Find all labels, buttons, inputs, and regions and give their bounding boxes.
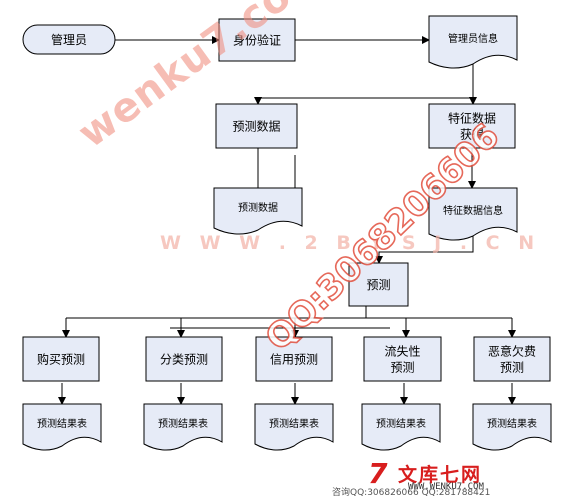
box-arrears-label: 恶意欠费预测 <box>488 344 536 375</box>
edge-info-predict-data <box>254 64 474 105</box>
box-churn-label: 流失性预测 <box>384 344 420 375</box>
contact-text: 咨询QQ:306826066 QQ:281788421 <box>332 488 491 498</box>
doc-result-classify-label: 预测结果表 <box>158 417 208 430</box>
doc-result-credit-label: 预测结果表 <box>269 417 319 430</box>
shapes <box>22 15 552 451</box>
box-arrears <box>473 336 551 382</box>
box-credit <box>255 336 333 382</box>
doc-admin-info-label: 管理员信息 <box>448 32 498 45</box>
doc-admin-info <box>428 15 518 69</box>
terminal-admin <box>22 24 116 55</box>
doc-result-churn <box>361 403 441 451</box>
box-predict-data <box>215 103 298 149</box>
doc-result-buy-label: 预测结果表 <box>37 417 87 430</box>
box-feature-get <box>428 103 516 149</box>
box-classify-label: 分类预测 <box>160 353 208 367</box>
edge-feature-doc-predict <box>375 236 474 264</box>
box-feature-get-label: 特征数据获得 <box>448 111 496 142</box>
doc-result-classify <box>143 403 223 451</box>
doc-result-arrears-label: 预测结果表 <box>487 417 537 430</box>
box-buy-label: 购买预测 <box>37 352 85 367</box>
connectors <box>58 36 516 405</box>
box-predict-label: 预测 <box>366 278 390 292</box>
terminal-admin-label: 管理员 <box>51 32 87 47</box>
doc-predict-data <box>213 187 303 235</box>
doc-result-arrears <box>472 403 552 451</box>
doc-feature-info <box>428 187 518 241</box>
box-predict-data-label: 预测数据 <box>232 119 280 134</box>
doc-result-buy <box>22 403 102 451</box>
doc-result-churn-label: 预测结果表 <box>376 417 426 430</box>
box-credit-label: 信用预测 <box>270 353 318 367</box>
logo-name: 文库七网 <box>398 464 483 486</box>
box-churn <box>363 336 442 382</box>
labels: 管理员身份验证管理员信息预测数据特征数据获得预测数据特征数据信息预测购买预测分类… <box>37 32 537 430</box>
box-auth-label: 身份验证 <box>233 33 281 48</box>
box-auth <box>218 18 296 62</box>
box-predict <box>348 262 409 307</box>
logo-mark: 7 <box>368 457 388 490</box>
doc-feature-info-label: 特征数据信息 <box>443 204 503 217</box>
box-classify <box>145 336 223 382</box>
doc-predict-data-label: 预测数据 <box>238 201 278 214</box>
site-logo: 7 文库七网 WWW.WENKU7.COM <box>368 457 564 499</box>
logo-url: WWW.WENKU7.COM <box>408 482 484 492</box>
box-buy <box>22 336 100 382</box>
doc-result-credit <box>254 403 334 451</box>
